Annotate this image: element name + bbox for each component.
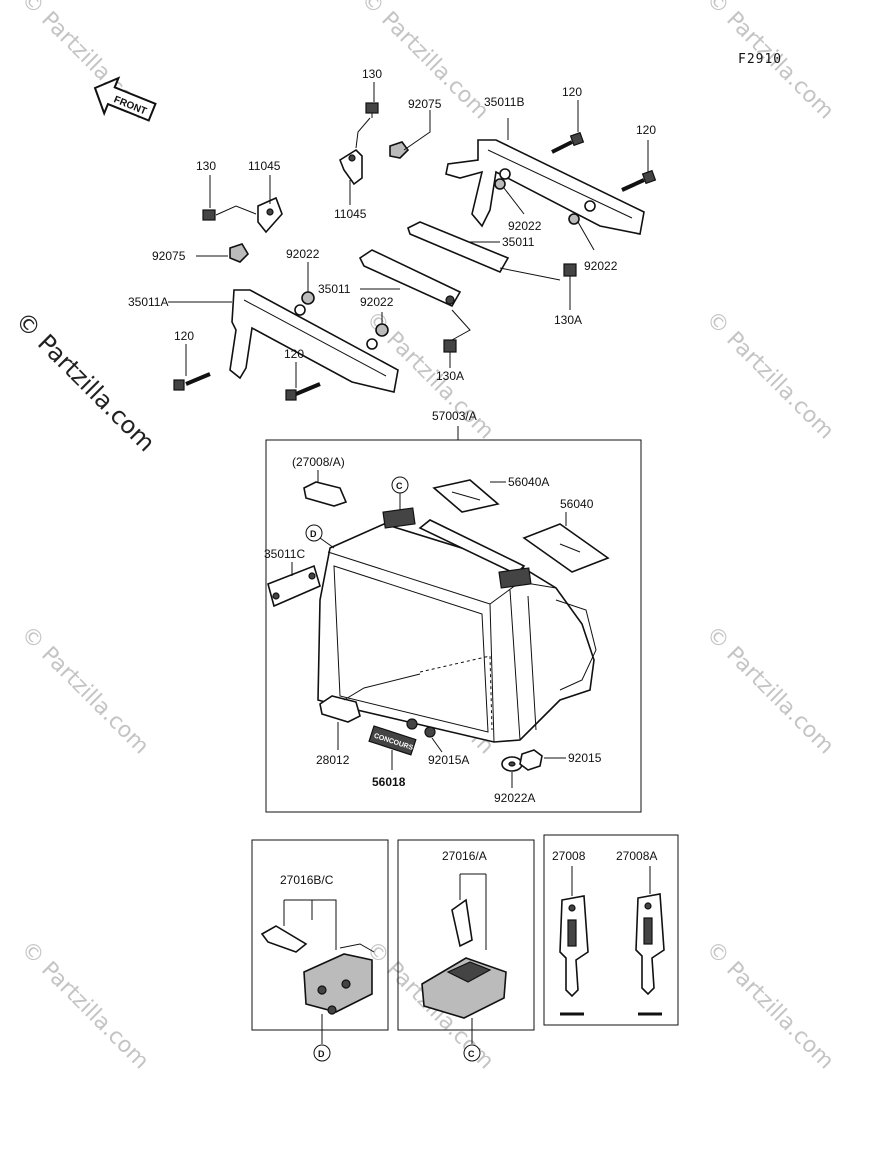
callout-35011: 35011	[502, 235, 535, 249]
circle-mark-d-bottom: D	[313, 1044, 331, 1062]
circle-mark-c-top: C	[391, 476, 409, 494]
callout-27008A-paren: (27008/A)	[292, 455, 345, 469]
lock-27016BC	[260, 899, 375, 1044]
svg-text:C: C	[396, 481, 403, 491]
callout-56040A: 56040A	[508, 475, 549, 489]
bolt-120-lower-mid	[285, 382, 321, 401]
latch-left	[382, 507, 416, 529]
nut-92015A-b	[424, 726, 436, 738]
circle-mark-d-top: D	[305, 524, 323, 542]
watermark: © Partzilla.com	[16, 937, 154, 1075]
bolt-120-lower-left	[173, 372, 211, 391]
callout-92015A: 92015A	[428, 753, 469, 767]
box-lock-set	[251, 839, 389, 1031]
nameplate-56018: CONCOURS	[368, 725, 417, 756]
box-lock-assembly	[397, 839, 535, 1031]
key-27008A	[635, 866, 665, 1016]
callout-120: 120	[562, 85, 582, 99]
box-keys	[543, 834, 679, 1026]
watermark: © Partzilla.com	[701, 937, 839, 1075]
callout-92022: 92022	[584, 259, 618, 273]
figure-code: F2910	[738, 52, 782, 67]
bolt-130-top	[365, 102, 379, 118]
callout-35011B: 35011B	[484, 95, 524, 109]
svg-text:C: C	[468, 1049, 475, 1059]
callout-92022: 92022	[508, 219, 542, 233]
saddlebag-group-frame	[265, 439, 642, 813]
strap-35011-mid	[358, 249, 462, 308]
callout-92075: 92075	[408, 97, 442, 111]
frame-35011B	[445, 139, 645, 235]
callout-92015: 92015	[568, 751, 602, 765]
callout-130: 130	[196, 159, 216, 173]
callout-35011C: 35011C	[264, 547, 305, 561]
svg-text:D: D	[310, 529, 317, 539]
watermark: © Partzilla.com	[701, 307, 839, 445]
callout-120: 120	[284, 347, 304, 361]
callout-27008A: 27008A	[616, 849, 657, 863]
leader-line	[355, 117, 371, 149]
callout-120: 120	[174, 329, 194, 343]
bolt-130-left	[202, 209, 216, 221]
strap-35011-right	[407, 221, 510, 274]
callout-27016A: 27016/A	[442, 849, 487, 863]
nut-92015	[519, 749, 543, 771]
washer-92022-center	[375, 323, 389, 337]
grommet-92075-top	[389, 141, 410, 159]
bolt-120-top	[551, 131, 585, 154]
lock-28012	[319, 695, 361, 723]
callout-92022: 92022	[286, 247, 320, 261]
key-27008	[559, 866, 589, 1016]
callout-92075: 92075	[152, 249, 186, 263]
bolt-120-right	[621, 169, 657, 192]
callout-130: 130	[362, 67, 382, 81]
washer-92022-right-b	[568, 213, 580, 225]
callout-35011A: 35011A	[128, 295, 168, 309]
bolt-130A-lower	[443, 339, 457, 353]
bracket-assembly	[168, 82, 657, 401]
callout-130A: 130A	[436, 369, 464, 383]
plate-35011C	[267, 564, 321, 608]
callout-11045: 11045	[334, 207, 367, 221]
grommet-92075-left	[229, 243, 250, 263]
watermark: © Partzilla.com	[16, 622, 154, 760]
callout-120: 120	[636, 123, 656, 137]
callout-92022A: 92022A	[494, 791, 535, 805]
washer-92022-left	[301, 291, 315, 305]
svg-text:D: D	[318, 1049, 325, 1059]
washer-92022-right-a	[494, 178, 506, 190]
callout-57003A: 57003/A	[432, 409, 477, 423]
nut-92015A-a	[406, 718, 418, 730]
callout-92022: 92022	[360, 295, 394, 309]
callout-35011: 35011	[318, 282, 351, 296]
watermark: © Partzilla.com	[701, 622, 839, 760]
watermark-dark: © Partzilla.com	[10, 306, 161, 457]
callout-11045: 11045	[248, 159, 281, 173]
callout-130A: 130A	[554, 313, 582, 327]
bolt-130A-right	[563, 263, 577, 277]
callout-labels: 130 92075 35011B 120 120 130 11045 11045…	[128, 67, 657, 887]
callout-56040: 56040	[560, 497, 594, 511]
circle-mark-c-bottom: C	[463, 1044, 481, 1062]
saddlebag-assembly: CONCOURS	[267, 470, 610, 788]
callout-27016BC: 27016B/C	[280, 873, 334, 887]
lock-27016A	[421, 873, 507, 1044]
latch-right	[498, 567, 532, 589]
key-27008A-small	[303, 481, 348, 507]
callout-27008: 27008	[552, 849, 586, 863]
callout-28012: 28012	[316, 753, 350, 767]
bag-handle	[418, 519, 526, 575]
label-56040	[522, 523, 610, 573]
plate-11045-mid	[339, 148, 363, 186]
callout-56018: 56018	[372, 775, 406, 789]
